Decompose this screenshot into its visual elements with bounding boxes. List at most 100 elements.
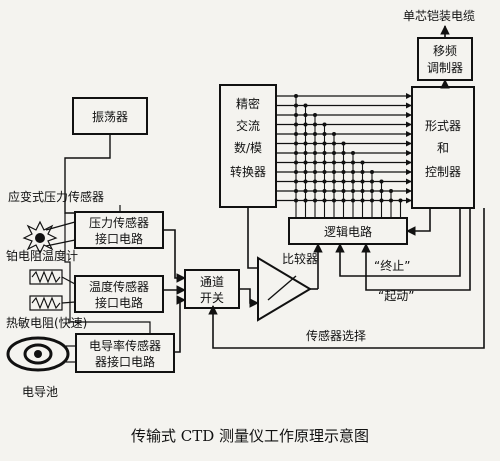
bus-junction-dot (303, 179, 308, 184)
bus-junction-dot (313, 122, 317, 127)
bus-junction-dot (294, 122, 298, 127)
bus-junction-dot (332, 160, 336, 165)
bus-junction-dot (313, 170, 317, 174)
ad-line-2: 交流 (236, 118, 260, 133)
bus-junction-dot (351, 179, 355, 184)
bus-junction-dot (294, 113, 298, 117)
channel-switch-line-1: 通道 (200, 275, 224, 289)
bus-junction-dot (294, 141, 298, 146)
bus-junction-dot (332, 151, 336, 155)
bus-junction-dot (322, 141, 327, 146)
bus-junction-dot (360, 189, 365, 193)
bus-junction-dot (322, 160, 327, 165)
oscillator-label: 振荡器 (92, 110, 128, 124)
bus-junction-dot (294, 170, 298, 174)
bus-junction-dot (351, 151, 355, 155)
bus-junction-dot (370, 198, 374, 203)
bus-junction-dot (370, 170, 374, 174)
bus-junction-dot (303, 122, 308, 127)
bus-junction-dot (294, 94, 298, 98)
channel-switch-line-2: 开关 (200, 291, 224, 305)
bus-junction-dot (332, 179, 336, 184)
bus-junction-dot (332, 132, 336, 136)
conductivity-cell-icon (6, 336, 76, 372)
comparator: 比较器 (257, 251, 318, 322)
bus-junction-dot (341, 160, 346, 165)
bus-junction-dot (322, 132, 327, 136)
armored-cable-label: 单芯铠装电缆 (403, 8, 475, 23)
bus-junction-dot (303, 189, 308, 193)
bus-junction-dot (294, 160, 298, 165)
bus-junction-dot (313, 198, 317, 203)
bus-arrowhead (406, 150, 412, 156)
bus-arrowhead (406, 102, 412, 109)
bus-junction-dot (303, 103, 308, 108)
bus-junction-dot (294, 103, 298, 108)
conductivity-cell-label: 电导池 (22, 385, 58, 399)
stop-label: “终止” (374, 258, 410, 273)
platinum-resistor-icon (29, 269, 76, 285)
bus-junction-dot (303, 113, 308, 117)
bus-junction-dot (351, 198, 355, 203)
bus-junction-dot (322, 122, 327, 127)
bus-junction-dot (303, 198, 308, 203)
thermistor-icon (29, 295, 76, 311)
temp-iface-line-1: 温度传感器 (89, 279, 149, 294)
bus-junction-dot (303, 151, 308, 155)
cond-iface-line-1: 电导率传感器 (89, 338, 161, 353)
bus-junction-dot (294, 198, 298, 203)
start-arrow (361, 208, 471, 291)
bus-junction-dot (303, 160, 308, 165)
bus-junction-dot (351, 170, 355, 174)
pressure-to-switch (163, 229, 186, 283)
stop-arrow (335, 208, 461, 277)
comparator-label: 比较器 (282, 251, 318, 266)
platinum-thermometer-label: 铂电阻温度计 (6, 248, 78, 263)
bus-arrowhead (406, 140, 412, 147)
bus-junction-dot (332, 170, 336, 174)
channel-switch-block: 通道 开关 (184, 269, 240, 309)
bus-junction-dot (341, 189, 346, 193)
bus-junction-dot (360, 160, 365, 165)
bus-arrowhead (406, 93, 412, 99)
bus-junction-dot (341, 198, 346, 203)
data-bus (276, 93, 412, 218)
oscillator-feed (64, 134, 111, 214)
bus-junction-dot (313, 179, 317, 184)
formatter-line-3: 控制器 (425, 165, 461, 179)
bus-junction-dot (322, 198, 327, 203)
bus-junction-dot (341, 141, 346, 146)
bus-junction-dot (332, 189, 336, 193)
modulator-line-2: 调制器 (427, 61, 463, 75)
bus-junction-dot (379, 189, 384, 193)
bus-junction-dot (389, 189, 393, 193)
bus-junction-dot (332, 141, 336, 146)
ad-converter-block: 精密 交流 数/模 转换器 (219, 84, 277, 208)
bus-junction-dot (389, 198, 393, 203)
bus-junction-dot (370, 179, 374, 184)
bus-junction-dot (322, 151, 327, 155)
bus-junction-dot (313, 141, 317, 146)
strain-sensor-icon (22, 220, 76, 255)
ad-line-4: 转换器 (230, 164, 266, 179)
bus-arrowhead (406, 159, 412, 166)
start-label: “起动” (378, 289, 414, 303)
ad-line-3: 数/模 (234, 140, 262, 155)
bus-junction-dot (360, 170, 365, 174)
bus-junction-dot (332, 198, 336, 203)
conductivity-interface-block: 电导率传感器 器接口电路 (75, 333, 175, 373)
bus-junction-dot (341, 179, 346, 184)
logic-block: 逻辑电路 (288, 217, 408, 245)
modulator-block: 移频 调制器 (417, 37, 473, 81)
bus-junction-dot (303, 132, 308, 136)
bus-arrowhead (406, 121, 412, 128)
bus-junction-dot (303, 141, 308, 146)
formatter-block: 形式器 和 控制器 (411, 86, 475, 209)
logic-label: 逻辑电路 (324, 224, 372, 239)
bus-junction-dot (379, 198, 384, 203)
bus-junction-dot (398, 198, 403, 203)
formatter-logic-link (406, 208, 431, 236)
bus-arrowhead (406, 178, 412, 185)
pressure-iface-line-1: 压力传感器 (89, 215, 149, 230)
oscillator-block: 振荡器 (72, 97, 148, 135)
